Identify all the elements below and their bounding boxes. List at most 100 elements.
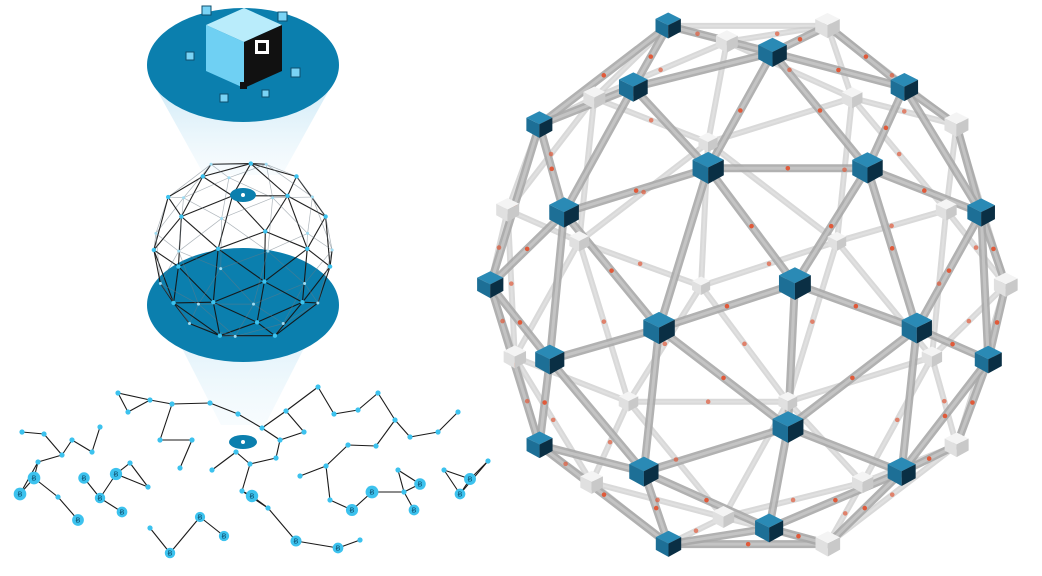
sphere-edge xyxy=(228,163,267,179)
sphere-edge xyxy=(178,266,214,303)
sphere-strut-highlight xyxy=(513,356,630,403)
blue-cube-node-icon xyxy=(778,267,811,300)
network-node xyxy=(401,489,407,495)
bitcoin-node-icon xyxy=(116,506,128,518)
sphere-edge xyxy=(317,266,331,304)
network-node xyxy=(315,384,321,390)
sphere-node xyxy=(219,267,223,271)
network-link xyxy=(129,462,149,488)
bitcoin-symbol-icon: Ƀ xyxy=(32,475,37,483)
network-link xyxy=(149,527,171,554)
white-cube-node-icon xyxy=(921,346,943,368)
strut-marker-dot xyxy=(704,497,709,503)
bitcoin-symbol-icon: Ƀ xyxy=(120,509,125,517)
bitcoin-node-icon xyxy=(365,485,379,499)
strut-marker-dot xyxy=(941,398,947,404)
sphere-edge xyxy=(272,197,308,234)
bitcoin-symbol-icon: Ƀ xyxy=(336,545,341,553)
white-cube-node-icon xyxy=(935,199,957,221)
bitcoin-node-icon xyxy=(408,504,420,516)
strut-marker-dot xyxy=(609,268,614,273)
strut-marker-dot xyxy=(641,189,646,195)
network-link xyxy=(397,469,405,493)
network-node xyxy=(35,459,41,465)
sphere-edge xyxy=(181,216,219,250)
blue-cube-node-icon xyxy=(629,456,659,487)
sphere-edge xyxy=(155,233,161,284)
sphere-edge xyxy=(312,196,326,217)
network-node xyxy=(395,467,401,473)
network-link xyxy=(71,439,93,453)
bitcoin-symbol-icon: Ƀ xyxy=(412,507,417,515)
sphere-edge xyxy=(234,303,254,337)
strut-marker-dot xyxy=(994,320,1000,325)
sphere-strut-highlight xyxy=(826,24,854,99)
strut-marker-dot xyxy=(883,125,889,131)
bitcoin-symbol-icon: Ƀ xyxy=(350,507,355,515)
sphere-edge xyxy=(178,251,199,305)
sphere-edge xyxy=(219,335,236,337)
sphere-node xyxy=(220,216,224,220)
network-link xyxy=(267,507,297,542)
strut-marker-dot xyxy=(817,108,823,113)
sphere-edge xyxy=(272,196,313,199)
network-link xyxy=(61,439,73,456)
white-cube-node-icon xyxy=(815,12,840,39)
strut-marker-dot xyxy=(785,165,791,171)
strut-marker-dot xyxy=(745,541,751,547)
strut-marker-dot xyxy=(549,166,555,172)
bitcoin-symbol-icon: Ƀ xyxy=(198,514,203,522)
strut-marker-dot xyxy=(648,54,654,59)
network-node xyxy=(273,455,279,461)
network-node xyxy=(297,473,303,479)
network-node xyxy=(59,452,65,458)
sphere-edge xyxy=(153,249,175,304)
blue-cube-node-icon xyxy=(901,312,932,344)
sphere-node xyxy=(211,300,216,305)
bitcoin-symbol-icon: Ƀ xyxy=(468,476,473,484)
sphere-strut-highlight xyxy=(767,425,790,530)
network-link xyxy=(347,444,377,447)
blue-cube-node-icon xyxy=(758,37,787,68)
bitcoin-node-icon xyxy=(245,489,259,503)
network-node xyxy=(125,409,131,415)
sphere-edge xyxy=(307,233,333,251)
strut-marker-dot xyxy=(850,375,855,381)
network-node xyxy=(169,401,175,407)
sphere-edge xyxy=(325,216,331,267)
sphere-edge xyxy=(302,301,318,304)
sphere-edge xyxy=(167,196,182,217)
blue-cube-node-icon xyxy=(967,198,995,227)
strut-marker-dot xyxy=(942,413,948,419)
network-link xyxy=(333,409,359,415)
white-cube-node-icon xyxy=(698,132,718,153)
sphere-edge xyxy=(306,216,327,250)
sphere-edge xyxy=(178,218,222,252)
bitcoin-symbol-icon: Ƀ xyxy=(114,471,119,479)
sphere-strut-highlight xyxy=(707,40,728,144)
sphere-node xyxy=(266,249,270,253)
network-link xyxy=(91,426,101,453)
strut-marker-dot xyxy=(889,492,895,497)
strut-marker-dot xyxy=(742,341,747,347)
network-node xyxy=(375,390,381,396)
network-node xyxy=(265,505,271,511)
sphere-edge xyxy=(296,176,313,198)
sphere-edge xyxy=(167,176,204,198)
network-node xyxy=(177,465,183,471)
cube-platform xyxy=(147,5,339,122)
strut-marker-dot xyxy=(738,108,743,113)
bitcoin-node-icon xyxy=(414,478,426,490)
white-cube-node-icon xyxy=(815,531,841,557)
bitcoin-symbol-icon: Ƀ xyxy=(168,550,173,558)
sphere-edge xyxy=(263,231,266,282)
strut-marker-dot xyxy=(889,223,894,229)
strut-marker-dot xyxy=(970,400,975,405)
sphere-edge xyxy=(180,176,204,217)
sphere-node xyxy=(271,196,275,200)
blue-cube-node-icon xyxy=(974,345,1002,374)
sphere-edge xyxy=(253,303,284,324)
sphere-strut-highlight xyxy=(642,326,661,474)
sphere-edge xyxy=(183,164,212,198)
bitcoin-node-icon xyxy=(454,488,466,500)
